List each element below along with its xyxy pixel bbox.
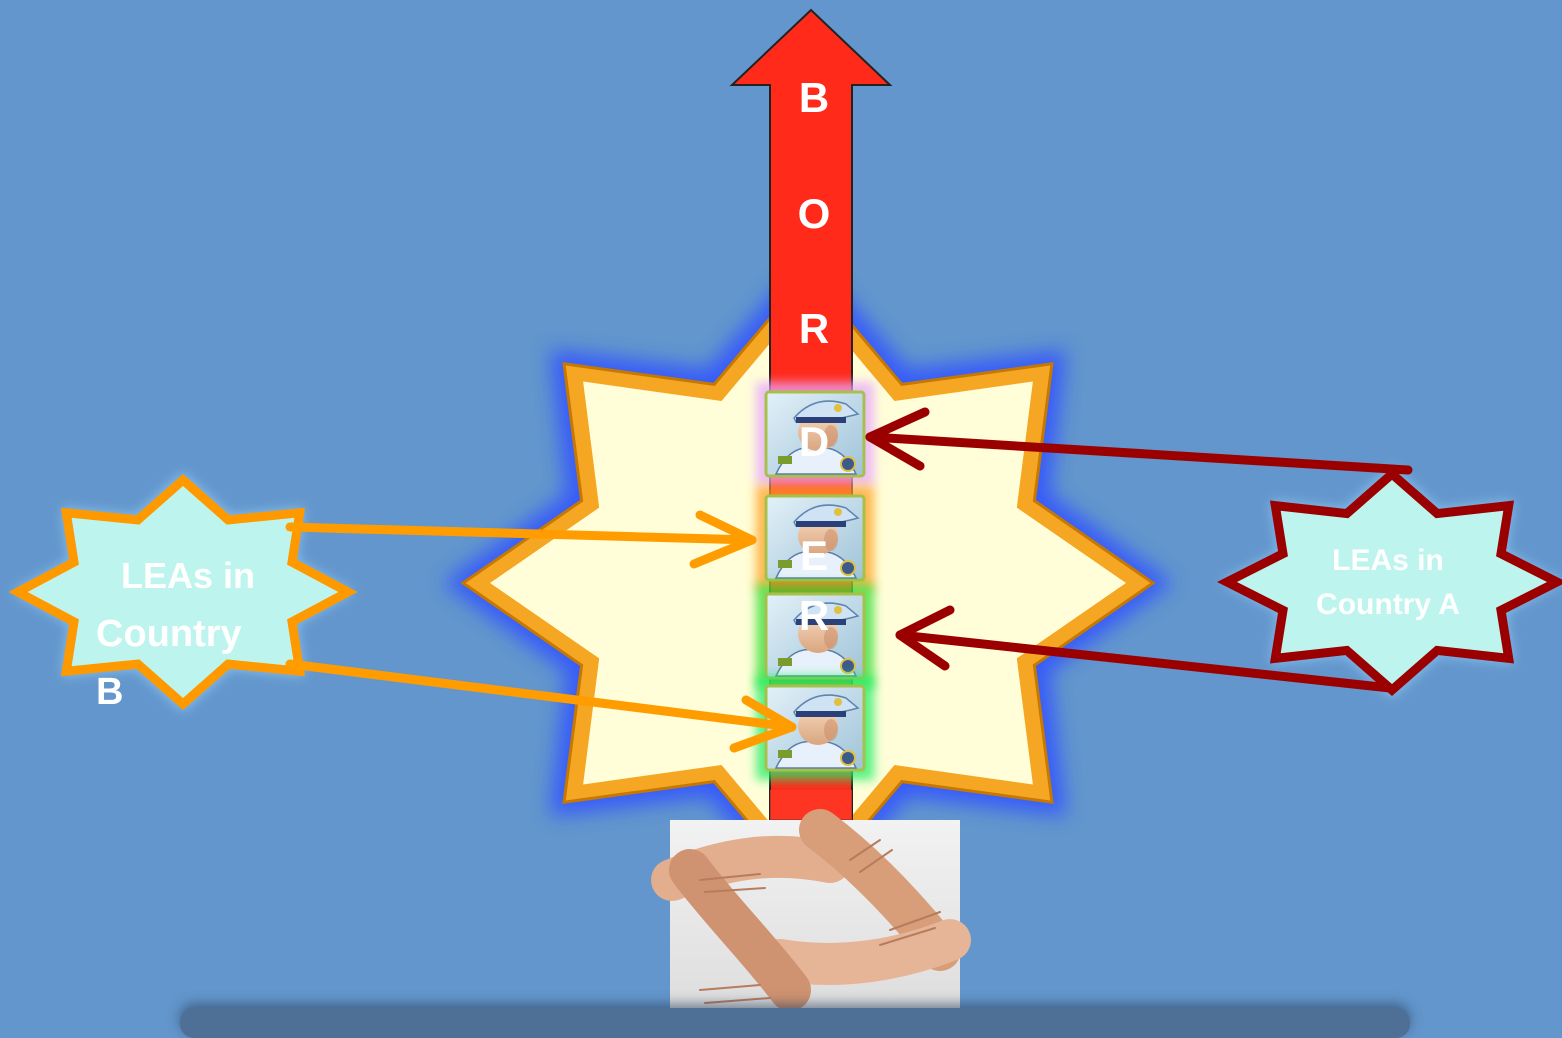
right-agency-star: LEAs in Country A	[1220, 466, 1562, 698]
bottom-bar	[180, 1008, 1410, 1038]
left-agency-star: LEAs in Country B	[11, 472, 355, 713]
border-letter-3: R	[799, 305, 829, 352]
border-letter-6: R	[799, 592, 829, 639]
border-letter-2: O	[798, 190, 831, 237]
joined-hands-photo	[670, 820, 960, 1023]
left-star-label-line-2: Country	[96, 613, 242, 655]
border-letter-5: E	[800, 532, 828, 579]
left-star-label-line-3: B	[96, 671, 123, 713]
right-star-label-line-2: Country A	[1316, 588, 1460, 621]
right-star-label-line-1: LEAs in	[1332, 544, 1444, 577]
left-star-label-line-1: LEAs in	[121, 555, 255, 596]
border-letter-4: D	[799, 418, 829, 465]
border-letter-1: B	[799, 74, 829, 121]
